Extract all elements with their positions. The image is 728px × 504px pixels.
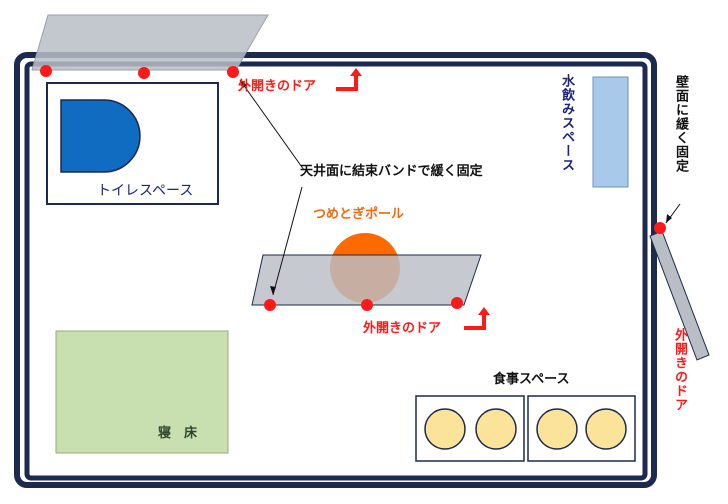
toilet-shape [60,99,141,173]
door-open-arrow-top-head [350,68,362,76]
leader-line-middle-door [272,186,303,296]
cage-outer-frame [14,52,657,488]
door-open-arrow-middle [464,314,486,330]
fix-point [227,66,239,78]
ceiling-fix-label: 天井面に結束バンドで緩く固定 [300,164,483,179]
fix-point [361,299,373,311]
fix-point [451,297,463,309]
fix-point [654,222,666,234]
arrowhead-wall [666,214,672,223]
leader-line-top-door [239,79,305,171]
food-bowl-2 [475,408,517,450]
door-label-right: 外開きのドア [672,328,687,412]
meal-space-label: 食事スペース [493,372,570,387]
fix-point [138,67,150,79]
fix-point [264,299,276,311]
fix-point [40,65,52,77]
arrowhead-top [240,80,247,88]
water-space-label: 水飲みスペース [559,74,574,172]
door-open-arrow-top [336,75,358,91]
water-space-box [592,76,629,188]
food-bowl-4 [585,408,627,450]
cage-inner-frame [24,61,648,481]
top-door-panel [31,14,269,71]
door-open-arrow-middle-head [478,307,490,315]
food-bowl-1 [424,408,466,450]
toilet-space-label: トイレスペース [97,183,194,199]
arrowhead-middle [270,286,276,295]
bed-label: 寝 床 [158,426,198,441]
door-label-middle: 外開きのドア [363,321,442,336]
food-bowl-3 [536,408,578,450]
middle-door-panel [251,254,482,306]
bed-box [55,330,229,454]
wall-fix-label: 壁面に緩く固定 [673,75,688,173]
door-label-top: 外開きのドア [238,79,317,94]
scratch-pole-label: つめとぎポール [313,207,405,222]
